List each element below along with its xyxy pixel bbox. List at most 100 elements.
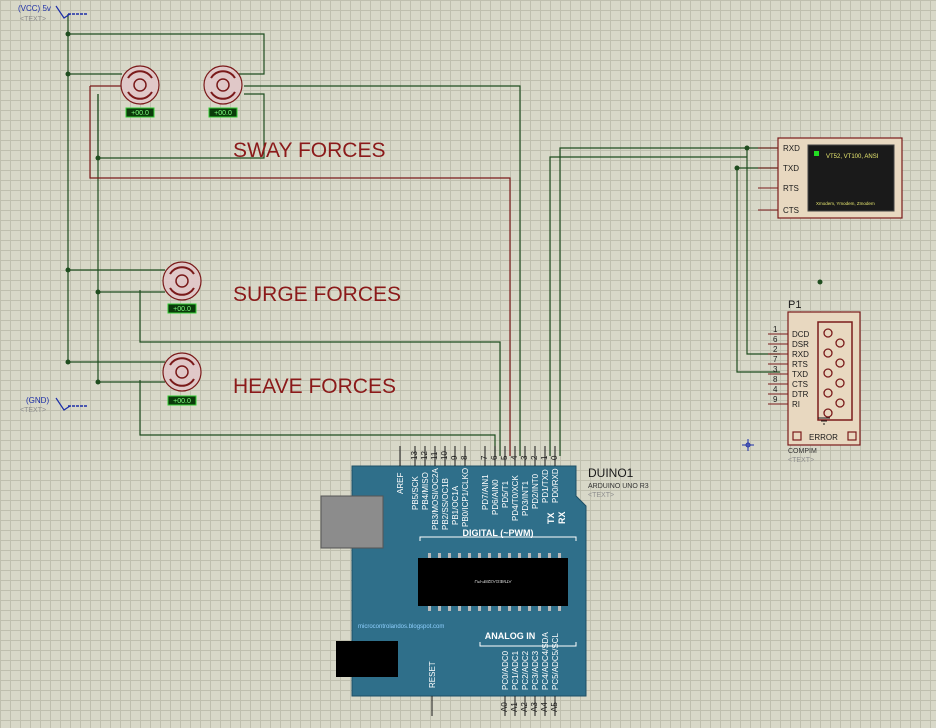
terminal-pin-rxd: RXD [783,144,800,153]
terminal-pin-txd: TXD [783,164,799,173]
compim-pin-num: 7 [773,355,778,364]
analog-pin-num: A5 [550,702,559,712]
digital-pin-num: 3 [520,455,529,460]
digital-pin-name: PD1/TXD [541,469,550,503]
digital-pin-name: PB0/ICP1/CLKO [461,468,470,527]
arduino-model: ARDUINO UNO R3 [588,483,649,490]
digital-header-label: DIGITAL (~PWM) [463,528,534,538]
digital-pin-num: 6 [490,455,499,460]
analog-pin-name: PC4/ADC4/SDA [541,632,550,690]
motor-1-readout: +00.0 [131,110,149,117]
digital-pin-num: 2 [530,455,539,460]
digital-pin-num: 10 [440,451,449,460]
aref-label: AREF [396,473,405,494]
compim-pin-dtr: DTR [792,390,809,399]
digital-pin-name: PD4/T0/XCK [511,475,520,521]
compim-pin-num: 9 [773,395,778,404]
wires [67,14,782,456]
compim-pin-num: 2 [773,345,778,354]
crosshair-cursor-icon [742,439,754,451]
compim-ref: P1 [788,299,801,311]
motor-4-readout: +00.0 [173,398,191,405]
sway-forces-label: SWAY FORCES [233,139,385,162]
vcc-terminal[interactable]: (VCC) 5v <TEXT> [18,4,88,23]
analog-pin-name: PC5/ADC5/SCL [551,633,560,690]
compim-pin-ri: RI [792,400,800,409]
digital-pin-name: PB2/SS/OC1B [441,478,450,530]
compim-led-icon [847,431,857,441]
digital-pin-name: PD2/INT0 [531,473,540,509]
blog-url: microcontrolandos.blogspot.com [358,624,444,630]
analog-pin-name: PC3/ADC3 [531,650,540,690]
digital-pin-num: 4 [510,455,519,460]
arduino-text-placeholder: <TEXT> [588,492,614,499]
motor-4[interactable]: +00.0 [162,352,202,406]
digital-pin-name: PD0/RXD [551,468,560,503]
digital-pin-num: 11 [430,451,439,460]
gnd-terminal[interactable]: (GND) <TEXT> [20,396,88,414]
analog-pin-num: A0 [500,702,509,712]
compim-component: COMPIM [788,448,817,455]
gnd-text-placeholder: <TEXT> [20,407,46,414]
digital-pin-num: 5 [500,455,509,460]
terminal-screen [807,144,895,212]
arduino-uno[interactable]: DUINO1 ARDUINO UNO R3 <TEXT> ATMEGA328P-… [320,446,649,716]
vcc-arrow-icon [55,5,71,19]
digital-pin-num: 13 [410,451,419,460]
analog-pin-num: A2 [520,702,529,712]
analog-pin-num: A4 [540,702,549,712]
vcc-label: (VCC) 5v [18,4,51,13]
compim-status: ERROR [809,433,838,442]
motor-icon [133,78,147,92]
compim-pin-num: 6 [773,335,778,344]
digital-pin-num: 9 [450,455,459,460]
motor-1[interactable]: +00.0 [120,65,160,118]
compim-text-placeholder: <TEXT> [788,457,814,464]
digital-pin-num: 12 [420,451,429,460]
digital-pin-num: 1 [540,455,549,460]
gnd-label: (GND) [26,396,49,405]
analog-pin-name: PC0/ADC0 [501,650,510,690]
db9-pins [823,328,845,418]
digital-pin-num: 0 [550,455,559,460]
digital-pin-num: 8 [460,455,469,460]
compim-pin-txd: TXD [792,370,808,379]
motor-2-readout: +00.0 [214,110,232,117]
motor-icon [175,365,189,379]
virtual-terminal[interactable]: VT52, VT100, ANSI Xmodem, Ymodem, Zmodem… [758,137,903,219]
arduino-ref: DUINO1 [588,466,634,480]
motor-3-readout: +00.0 [173,306,191,313]
tx-label: TX [546,512,556,524]
analog-header-label: ANALOG IN [485,631,536,641]
compim-pin-rts: RTS [792,360,808,369]
analog-pin-name: PC2/ADC2 [521,650,530,690]
digital-pin-name: PB5/SCK [411,476,420,510]
digital-pin-name: PD3/INT1 [521,480,530,516]
compim-pin-num: 4 [773,385,778,394]
compim-pin-dsr: DSR [792,340,809,349]
motor-2[interactable]: +00.0 [203,65,243,118]
usb-connector-icon [320,495,384,549]
analog-pin-num: A1 [510,702,519,712]
db9-connector-icon [817,321,853,421]
digital-pin-name: PD6/AIN0 [491,479,500,515]
terminal-footer: Xmodem, Ymodem, Zmodem [816,201,875,206]
terminal-led-icon [814,151,819,156]
analog-pin-name: PC1/ADC1 [511,650,520,690]
digital-pin-name: PD5/T1 [501,480,510,508]
terminal-title: VT52, VT100, ANSI [826,154,879,160]
terminal-pin-cts: CTS [783,206,799,215]
rx-label: RX [557,511,567,524]
compim[interactable]: P1 1 6 2 7 3 [768,299,861,464]
digital-pin-name: PB1/OC1A [451,485,460,525]
compim-pin-dcd: DCD [792,330,810,339]
motor-3[interactable]: +00.0 [162,261,202,314]
analog-pin-num: A3 [530,702,539,712]
gnd-arrow-icon [55,397,71,411]
chip-label: ATMEGA328P-PU [475,579,512,584]
digital-pin-name: PB3/MOSI/OC2A [431,468,440,530]
compim-led-icon [792,431,802,441]
compim-pin-num: 1 [773,325,778,334]
power-jack-icon [336,641,398,677]
